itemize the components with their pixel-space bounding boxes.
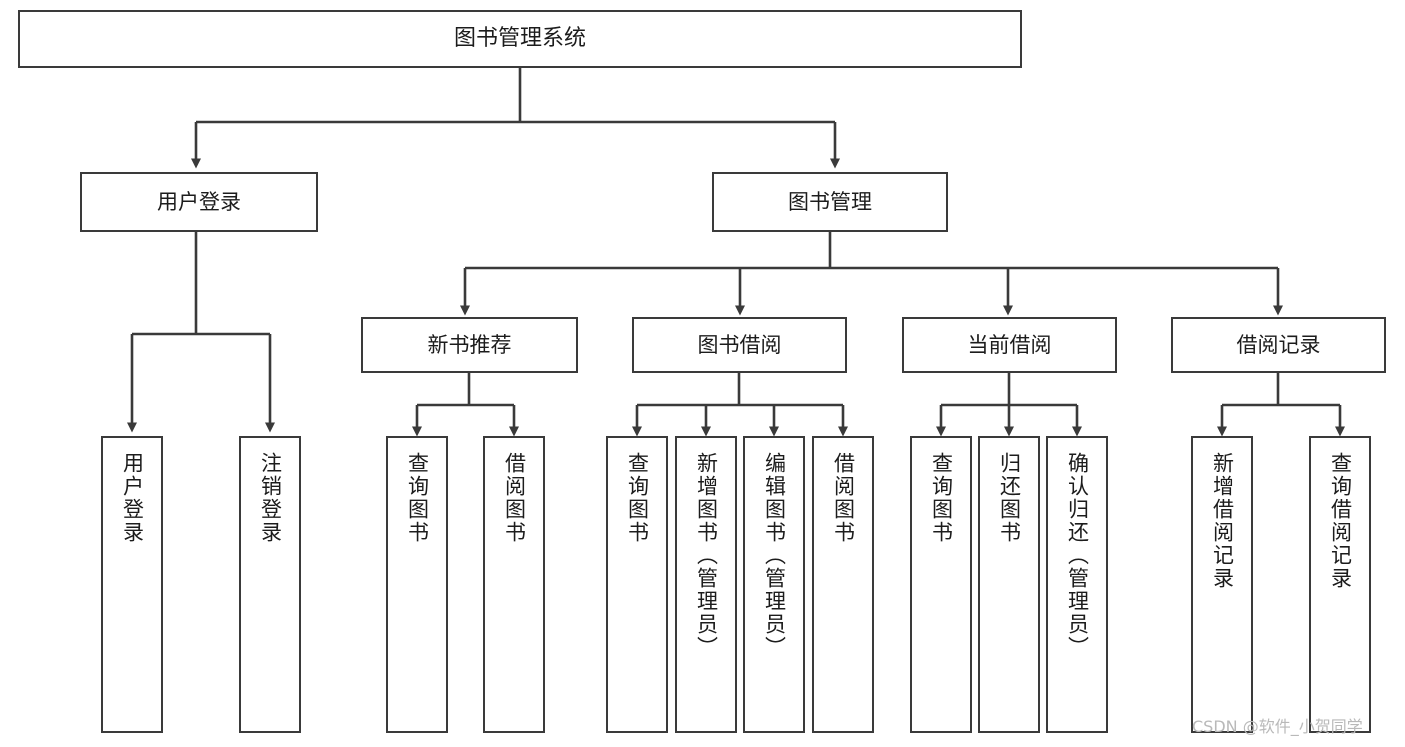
node-user-login[interactable]: 用户登录 [80,172,318,232]
node-label: 用户登录 [120,452,145,544]
node-label: 编辑图书（管理员） [762,452,787,659]
node-borrow-record[interactable]: 借阅记录 [1171,317,1386,373]
node-label: 借阅图书 [831,452,856,544]
leaf-query-borrow-record[interactable]: 查询借阅记录 [1309,436,1371,733]
node-label: 查询图书 [929,452,954,544]
leaf-add-borrow-record[interactable]: 新增借阅记录 [1191,436,1253,733]
node-label: 借阅记录 [1236,332,1321,357]
node-book-management[interactable]: 图书管理 [712,172,948,232]
leaf-confirm-return-admin[interactable]: 确认归还（管理员） [1046,436,1108,733]
leaf-query-book-current[interactable]: 查询图书 [910,436,972,733]
node-current-borrow[interactable]: 当前借阅 [902,317,1117,373]
node-label: 图书管理 [788,189,872,214]
node-label: 归还图书 [997,452,1022,544]
leaf-user-login[interactable]: 用户登录 [101,436,163,733]
node-label: 借阅图书 [502,452,527,544]
node-label: 查询借阅记录 [1328,452,1353,590]
node-root-system[interactable]: 图书管理系统 [18,10,1022,68]
node-label: 新增图书（管理员） [694,452,719,659]
node-label: 新增借阅记录 [1210,452,1235,590]
csdn-watermark: CSDN @软件_小贺同学 [1192,717,1363,736]
node-label: 注销登录 [258,452,283,544]
node-label: 用户登录 [157,189,241,214]
node-label: 查询图书 [625,452,650,544]
leaf-query-book-recommend[interactable]: 查询图书 [386,436,448,733]
leaf-logout-login[interactable]: 注销登录 [239,436,301,733]
node-label: 当前借阅 [967,332,1052,357]
node-label: 图书管理系统 [453,26,586,52]
leaf-borrow-book-recommend[interactable]: 借阅图书 [483,436,545,733]
node-new-book-recommend[interactable]: 新书推荐 [361,317,578,373]
leaf-return-book[interactable]: 归还图书 [978,436,1040,733]
node-book-borrow[interactable]: 图书借阅 [632,317,847,373]
node-label: 新书推荐 [427,332,512,357]
node-label: 确认归还（管理员） [1065,452,1090,659]
node-label: 查询图书 [405,452,430,544]
leaf-add-book-admin[interactable]: 新增图书（管理员） [675,436,737,733]
node-label: 图书借阅 [697,332,782,357]
leaf-borrow-book[interactable]: 借阅图书 [812,436,874,733]
leaf-query-book-borrow[interactable]: 查询图书 [606,436,668,733]
leaf-edit-book-admin[interactable]: 编辑图书（管理员） [743,436,805,733]
